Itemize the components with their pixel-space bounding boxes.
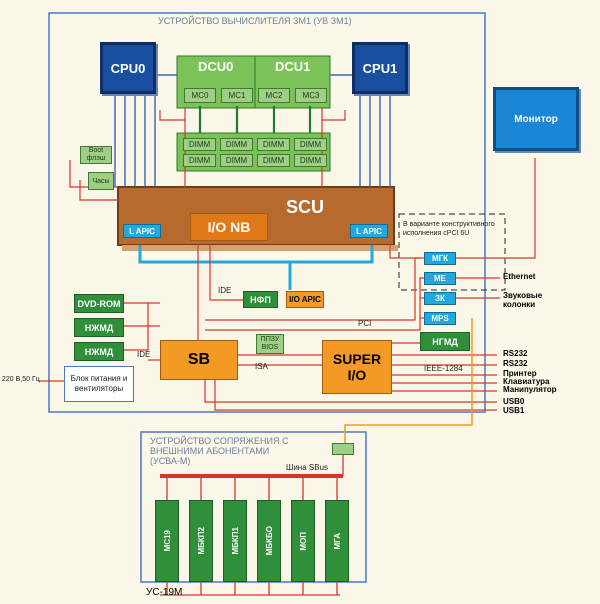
ethernet-label: Ethernet [503,272,536,281]
lapic-right-block: L APIC [350,224,388,238]
hdd2-block: НЖМД [74,342,124,361]
bottom-label: УС-19М [146,587,183,598]
dcu1-label: DCU1 [275,59,311,74]
dimm-slot: DIMM [183,154,216,167]
clock-block: Часы [88,172,114,190]
dimm-slot: DIMM [220,138,253,151]
module-mbkbo: МБКБО [257,500,281,582]
module-mc19: МС19 [155,500,179,582]
apic-bus [138,245,374,264]
module-label: МБКП1 [230,527,240,555]
dcu0-label: DCU0 [198,59,234,74]
dimm-slot: DIMM [183,138,216,151]
io-output-label: RS232 [503,359,528,368]
hdd1-block: НЖМД [74,318,124,337]
io-output-label: USB1 [503,406,525,415]
cpu1-block: CPU1 [352,42,408,94]
dimm-slot: DIMM [294,138,327,151]
pci-label: PCI [358,319,372,328]
cpu-links [114,74,391,187]
me-block: МЕ [424,272,456,285]
module-label: МОП [298,531,308,551]
ieee-label: IEEE-1284 [424,364,463,373]
isa-label: ISA [255,362,268,371]
sbus-drops [160,455,344,596]
ioapic-block: I/O APIC [286,291,324,308]
io-output-label: Манипулятор [503,385,557,394]
module-mga: МГА [325,500,349,582]
cpci-note-frame [398,213,506,291]
dvd-rom-block: DVD-ROM [74,294,124,313]
usva-bridge [332,443,354,455]
ide-top-label: IDE [218,286,232,295]
module-label: МБКП2 [196,527,206,555]
zk-block: ЗК [424,292,456,305]
mc3-block: MC3 [295,88,327,103]
scu-label: SCU [286,197,325,217]
mgk-block: МГК [424,252,456,265]
nfp-block: НФП [243,291,278,308]
module-mbkp1: МБКП1 [223,500,247,582]
mc1-block: MC1 [221,88,253,103]
main-title: УСТРОЙСТВО ВЫЧИСЛИТЕЛЯ ЗМ1 (УВ ЗМ1) [158,16,352,26]
cpci-note: В варианте конструктивного исполнения cP… [403,221,495,237]
sbus-label: Шина SBus [286,463,329,472]
super-io-block: SUPER I/O [322,340,392,394]
module-mbkp2: МБКП2 [189,500,213,582]
dimm-slot: DIMM [257,154,290,167]
ngmd-block: НГМД [420,332,470,351]
speakers-label: Звуковые колонки [503,291,543,309]
mps-block: MPS [424,312,456,325]
usva-frame [140,431,367,583]
io-nb-block: I/O NB [190,213,268,241]
module-mop: МОП [291,500,315,582]
module-label: МБКБО [264,526,274,556]
dimm-slot: DIMM [220,154,253,167]
module-label: МГА [332,532,342,550]
main-frame [48,12,486,413]
io-output-label: USB0 [503,397,525,406]
module-label: МС19 [162,530,172,552]
power-input-label: 220 В,50 Гц [2,376,40,383]
monitor-block: Монитор [493,87,579,151]
sb-block: SB [160,340,238,380]
cpu0-block: CPU0 [100,42,156,94]
io-output-label: RS232 [503,349,528,358]
io-output-label: Принтер [503,369,537,378]
boot-flash-block: Boot флэш [80,146,112,164]
bus-lines [38,158,536,411]
io-output-label: Клавиатура [503,377,550,386]
mc2-block: MC2 [258,88,290,103]
mc-dimm-links [198,106,312,133]
ide-left-label: IDE [137,350,151,359]
dimm-slot: DIMM [257,138,290,151]
power-block: Блок питания и вентиляторы [64,366,134,402]
lapic-left-block: L APIC [123,224,161,238]
dimm-slot: DIMM [294,154,327,167]
bios-rom-block: ППЗУ BIOS [256,334,284,354]
scu-shadow [122,245,398,251]
usva-title: УСТРОЙСТВО СОПРЯЖЕНИЯ С ВНЕШНИМИ АБОНЕНТ… [150,436,289,466]
mc0-block: MC0 [184,88,216,103]
